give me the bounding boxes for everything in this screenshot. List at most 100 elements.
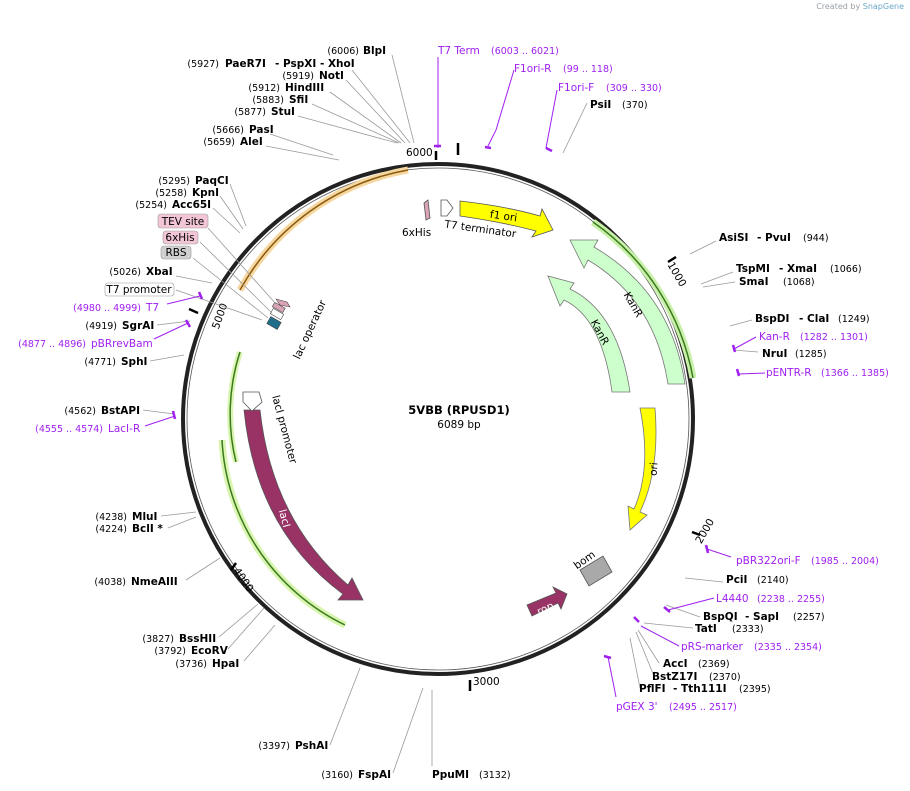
enzyme-acc65i-pos: (5254) (135, 200, 167, 211)
feature-t7-terminator (440, 199, 454, 217)
primer-kan-r-range: (1282 .. 1301) (800, 332, 868, 343)
enzyme-acci-pos: (2369) (698, 659, 730, 670)
feature-6xhis (423, 199, 431, 221)
orf-arc-top-line (239, 169, 409, 291)
primer-pgex3-range: (2495 .. 2517) (669, 702, 737, 713)
enzyme-psii-pos: (370) (622, 100, 648, 111)
primer-f1ori-f-range: (309 .. 330) (606, 83, 662, 94)
primer-pbr322ori-f: pBR322ori-F (736, 555, 801, 567)
enzyme-kpni-pos: (5258) (155, 188, 187, 199)
enzyme-bspqi: BspQI (703, 611, 738, 623)
enzyme-noti-pos: (5919) (282, 71, 314, 82)
enzyme-tspmi: TspMI (736, 263, 770, 275)
primer-laci-r-range: (4555 .. 4574) (35, 424, 103, 435)
enzyme-xbai-pos: (5026) (109, 267, 141, 278)
enzyme-ppumi: PpuMI (432, 769, 469, 781)
enzyme-paer7i-pos: (5927) (187, 59, 219, 70)
enzyme-hpai: HpaI (212, 658, 239, 670)
enzyme-stui-pos: (5877) (234, 107, 266, 118)
feature-rop (526, 586, 568, 617)
primer-l4440: L4440 (716, 593, 749, 605)
connector-lines (142, 54, 759, 774)
enzyme-pflfi-pos: (2395) (739, 684, 771, 695)
enzyme-blpi: BlpI (363, 45, 386, 57)
enzyme-psii: PsiI (590, 99, 611, 111)
primer-kan-r: Kan-R (759, 331, 790, 343)
primer-pgex3: pGEX 3' (616, 701, 658, 713)
backbone-circle (181, 162, 695, 676)
feature-bom (579, 555, 613, 587)
feature-f1-ori (459, 200, 554, 238)
enzyme-hpai-pos: (3736) (175, 659, 207, 670)
enzyme-bspqi-pos: (2257) (793, 612, 825, 623)
enzyme-tspmi-extra: - XmaI (779, 263, 817, 275)
tick-label-5000: 5000 (210, 302, 230, 331)
credit-brand: SnapGene (862, 2, 904, 11)
plasmid-length: 6089 bp (437, 419, 481, 431)
primer-prs-marker: pRS-marker (681, 641, 744, 653)
primer-t7term: T7 Term (437, 45, 480, 57)
primer-f1ori-f: F1ori-F (558, 82, 594, 94)
enzyme-paqci: PaqCI (195, 175, 229, 187)
primer-ticks (171, 144, 741, 660)
feature-kanr-2 (547, 275, 631, 393)
enzyme-tati: TatI (695, 623, 717, 635)
enzyme-pcii: PciI (726, 574, 747, 586)
feature-laci (243, 409, 364, 601)
enzyme-bcli: BclI * (132, 523, 163, 535)
enzyme-alei: AleI (240, 136, 263, 148)
primer-t7: T7 (145, 302, 159, 314)
enzyme-acc65i: Acc65I (172, 199, 211, 211)
enzyme-smai: SmaI (739, 276, 769, 288)
enzyme-mlui: MluI (132, 511, 157, 523)
feature-ori (627, 407, 657, 531)
enzyme-xbai: XbaI (146, 266, 173, 278)
backbone-inner-line (186, 167, 690, 671)
enzyme-nrui-pos: (1285) (795, 349, 827, 360)
enzyme-bspdi: BspDI (755, 313, 789, 325)
primer-laci-r: LacI-R (108, 423, 140, 435)
enzyme-asisi-extra: - PvuI (757, 232, 791, 244)
orf-arc-kanr-line (592, 221, 694, 379)
feature-kanr-1 (569, 239, 686, 385)
primer-pbrrevbam: pBRrevBam (91, 338, 153, 350)
enzyme-kpni: KpnI (192, 187, 219, 199)
enzyme-acci: AccI (663, 658, 687, 670)
primer-labels: T7 Term (6003 .. 6021) F1ori-R (99 .. 11… (18, 45, 889, 713)
enzyme-nmeaiii-pos: (4038) (94, 577, 126, 588)
primer-f1ori-r: F1ori-R (514, 63, 551, 75)
enzymes-left: (6006) BlpI (5927) PaeR7I - PspXI - XhoI… (64, 45, 391, 781)
enzyme-paqci-pos: (5295) (158, 176, 190, 187)
enzyme-bsshii: BssHII (179, 633, 216, 645)
primer-f1ori-r-range: (99 .. 118) (563, 64, 613, 75)
tick-label-2000: 2000 (693, 517, 717, 546)
feature-lac-operator-label: lac operator (291, 298, 329, 361)
feature-6xhis-label: 6xHis (402, 227, 431, 239)
enzyme-tspmi-pos: (1066) (830, 264, 862, 275)
enzyme-ecorv-pos: (3792) (154, 646, 186, 657)
enzyme-paer7i-extra: - PspXI - XhoI (275, 58, 355, 70)
label-t7-promoter: T7 promoter (105, 284, 172, 296)
enzyme-bspqi-extra: - SapI (745, 611, 779, 623)
enzyme-stui: StuI (271, 106, 295, 118)
enzyme-smai-pos: (1068) (783, 277, 815, 288)
tick-label-3000: 3000 (473, 676, 500, 688)
enzyme-pasi: PasI (249, 124, 274, 136)
primer-pentr-r: pENTR-R (766, 367, 812, 379)
primer-t7term-range: (6003 .. 6021) (491, 46, 559, 57)
enzyme-sphi: SphI (121, 356, 147, 368)
orf-arc-small-line (229, 351, 241, 463)
enzyme-bstapi-pos: (4562) (64, 406, 96, 417)
enzyme-pcii-pos: (2140) (757, 575, 789, 586)
primer-pentr-r-range: (1366 .. 1385) (821, 368, 889, 379)
enzyme-pasi-pos: (5666) (212, 125, 244, 136)
enzyme-fspai-pos: (3160) (321, 770, 353, 781)
feature-laci-promoter-label: lacI promoter (269, 394, 299, 466)
enzyme-hindiii: HindIII (285, 82, 324, 94)
enzyme-bspdi-pos: (1249) (838, 314, 870, 325)
label-tev-site: TEV site (161, 216, 205, 228)
enzyme-ecorv: EcoRV (191, 645, 229, 657)
enzyme-hindiii-pos: (5912) (248, 83, 280, 94)
enzyme-alei-pos: (5659) (203, 137, 235, 148)
